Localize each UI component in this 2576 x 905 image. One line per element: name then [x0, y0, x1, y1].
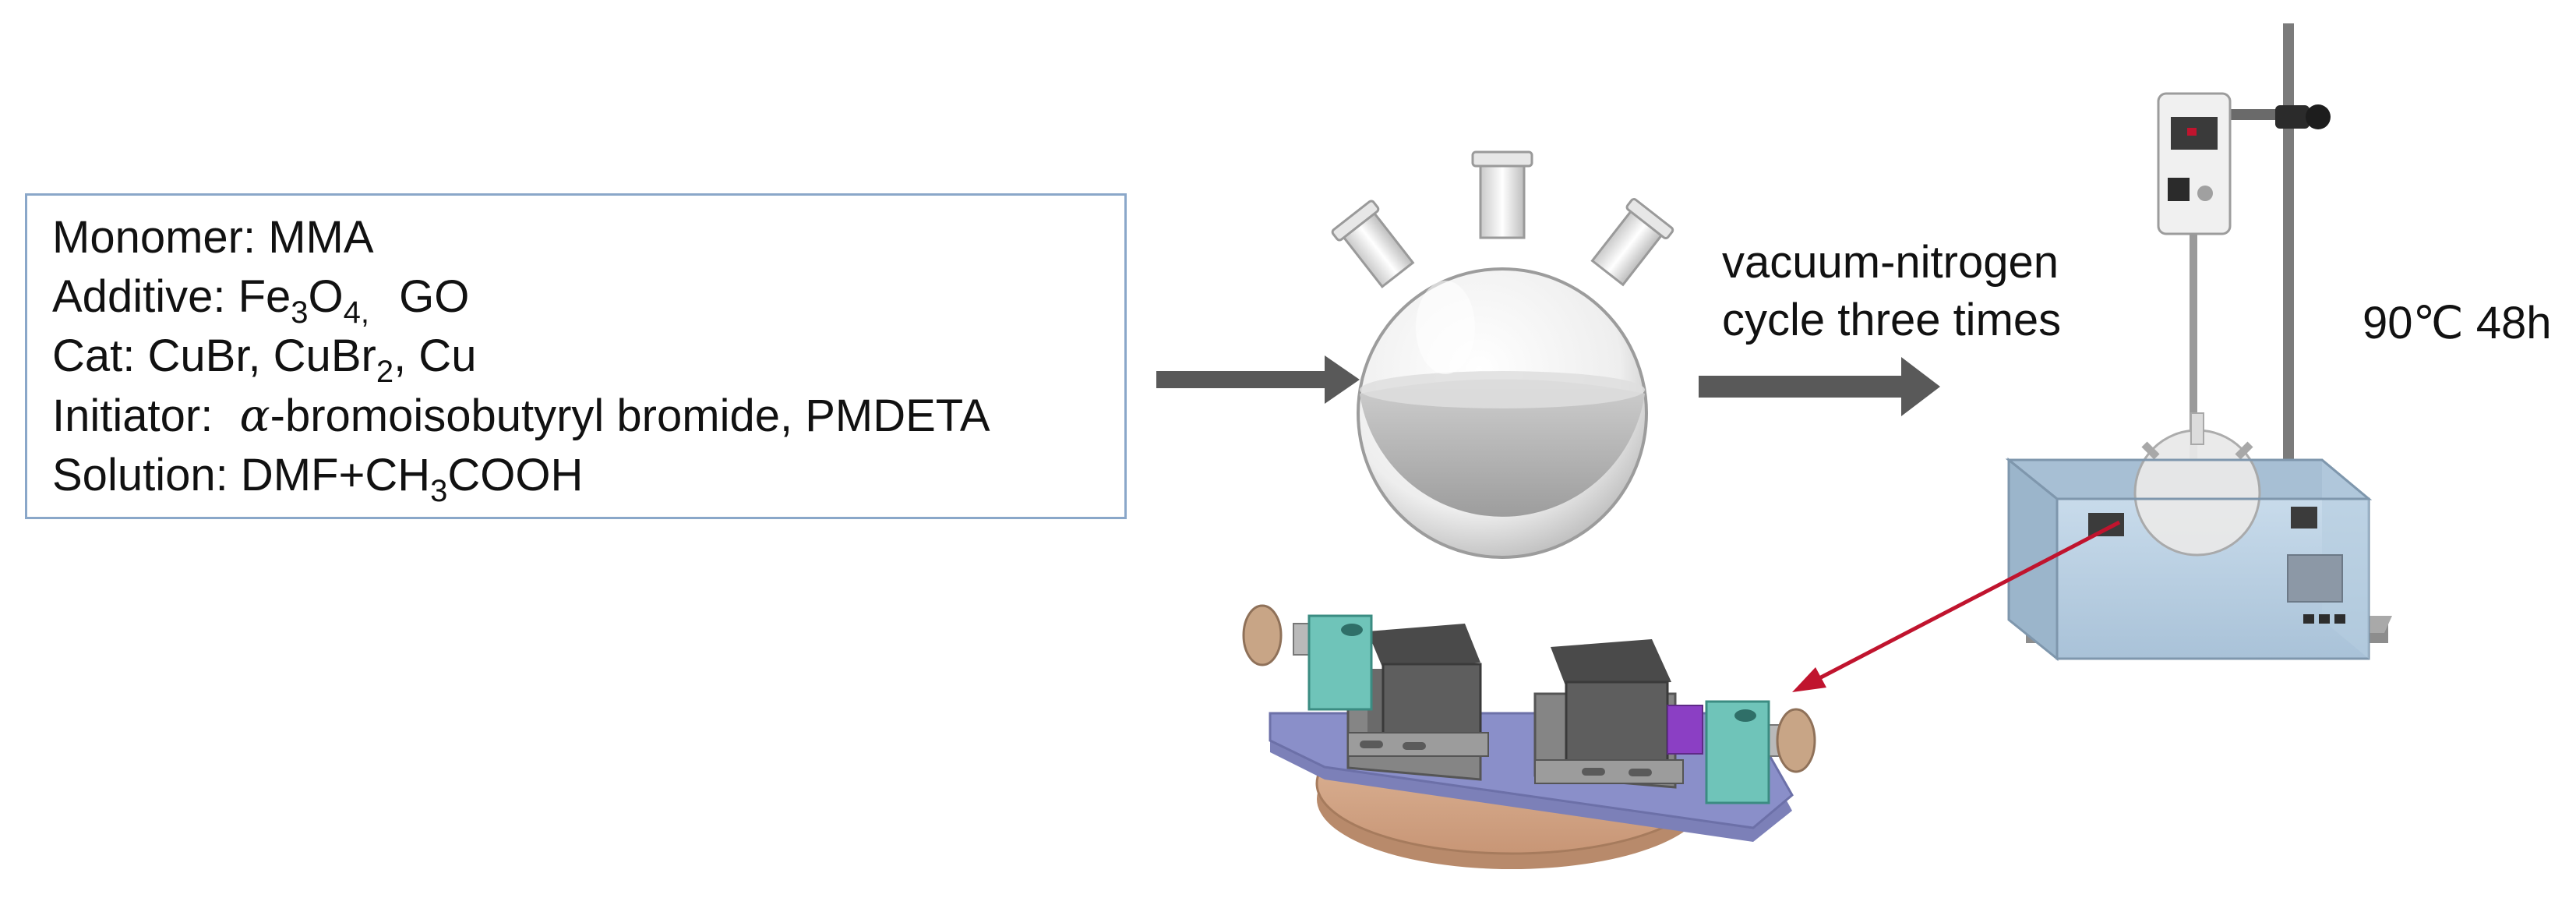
initiator-greek: α [239, 389, 270, 442]
monomer-value: MMA [268, 212, 374, 263]
solution-subscript: 3 [430, 474, 448, 508]
additive-fe: Fe [238, 271, 291, 322]
monomer-label: Monomer: [52, 212, 256, 263]
vacuum-caption-line-2: cycle three times [1722, 295, 2062, 345]
vacuum-cycle-caption: vacuum-nitrogen cycle three times [1722, 234, 2061, 349]
initiator-rest: -bromoisobutyryl bromide, PMDETA [270, 391, 990, 441]
solution-b: COOH [447, 450, 584, 500]
red-pointer-arrow [1792, 520, 2121, 692]
three-neck-flask [1331, 150, 1674, 559]
solution-label: Solution: [52, 450, 228, 500]
solution-line: Solution: DMF+CH3COOH [52, 446, 1124, 508]
additive-go: GO [399, 271, 470, 322]
additive-fe-subscript: 3 [291, 295, 309, 330]
arrow-to-flask [1156, 355, 1360, 404]
catalyst-a: CuBr, CuBr [147, 331, 376, 381]
catalyst-b: , Cu [393, 331, 477, 381]
reagent-list-box: Monomer: MMA Additive: Fe3O4, GO Cat: Cu… [25, 193, 1127, 519]
additive-o-subscript: 4, [343, 295, 370, 330]
reaction-condition-caption: 90℃ 48h [2363, 298, 2552, 348]
catalyst-label: Cat: [52, 331, 136, 381]
vacuum-caption-line-1: vacuum-nitrogen [1722, 237, 2059, 288]
arrow-to-bath [1699, 357, 1940, 416]
monomer-line: Monomer: MMA [52, 208, 1124, 267]
catalyst-line: Cat: CuBr, CuBr2, Cu [52, 327, 1124, 389]
initiator-label: Initiator: [52, 391, 213, 441]
initiator-line: Initiator: α-bromoisobutyryl bromide, PM… [52, 386, 1124, 446]
additive-o: O [308, 271, 344, 322]
additive-line: Additive: Fe3O4, GO [52, 267, 1124, 330]
additive-label: Additive: [52, 271, 226, 322]
solution-a: DMF+CH [240, 450, 431, 500]
catalyst-subscript: 2 [376, 355, 394, 389]
sample-fixture [1242, 604, 1816, 869]
water-bath-setup [2005, 23, 2392, 662]
